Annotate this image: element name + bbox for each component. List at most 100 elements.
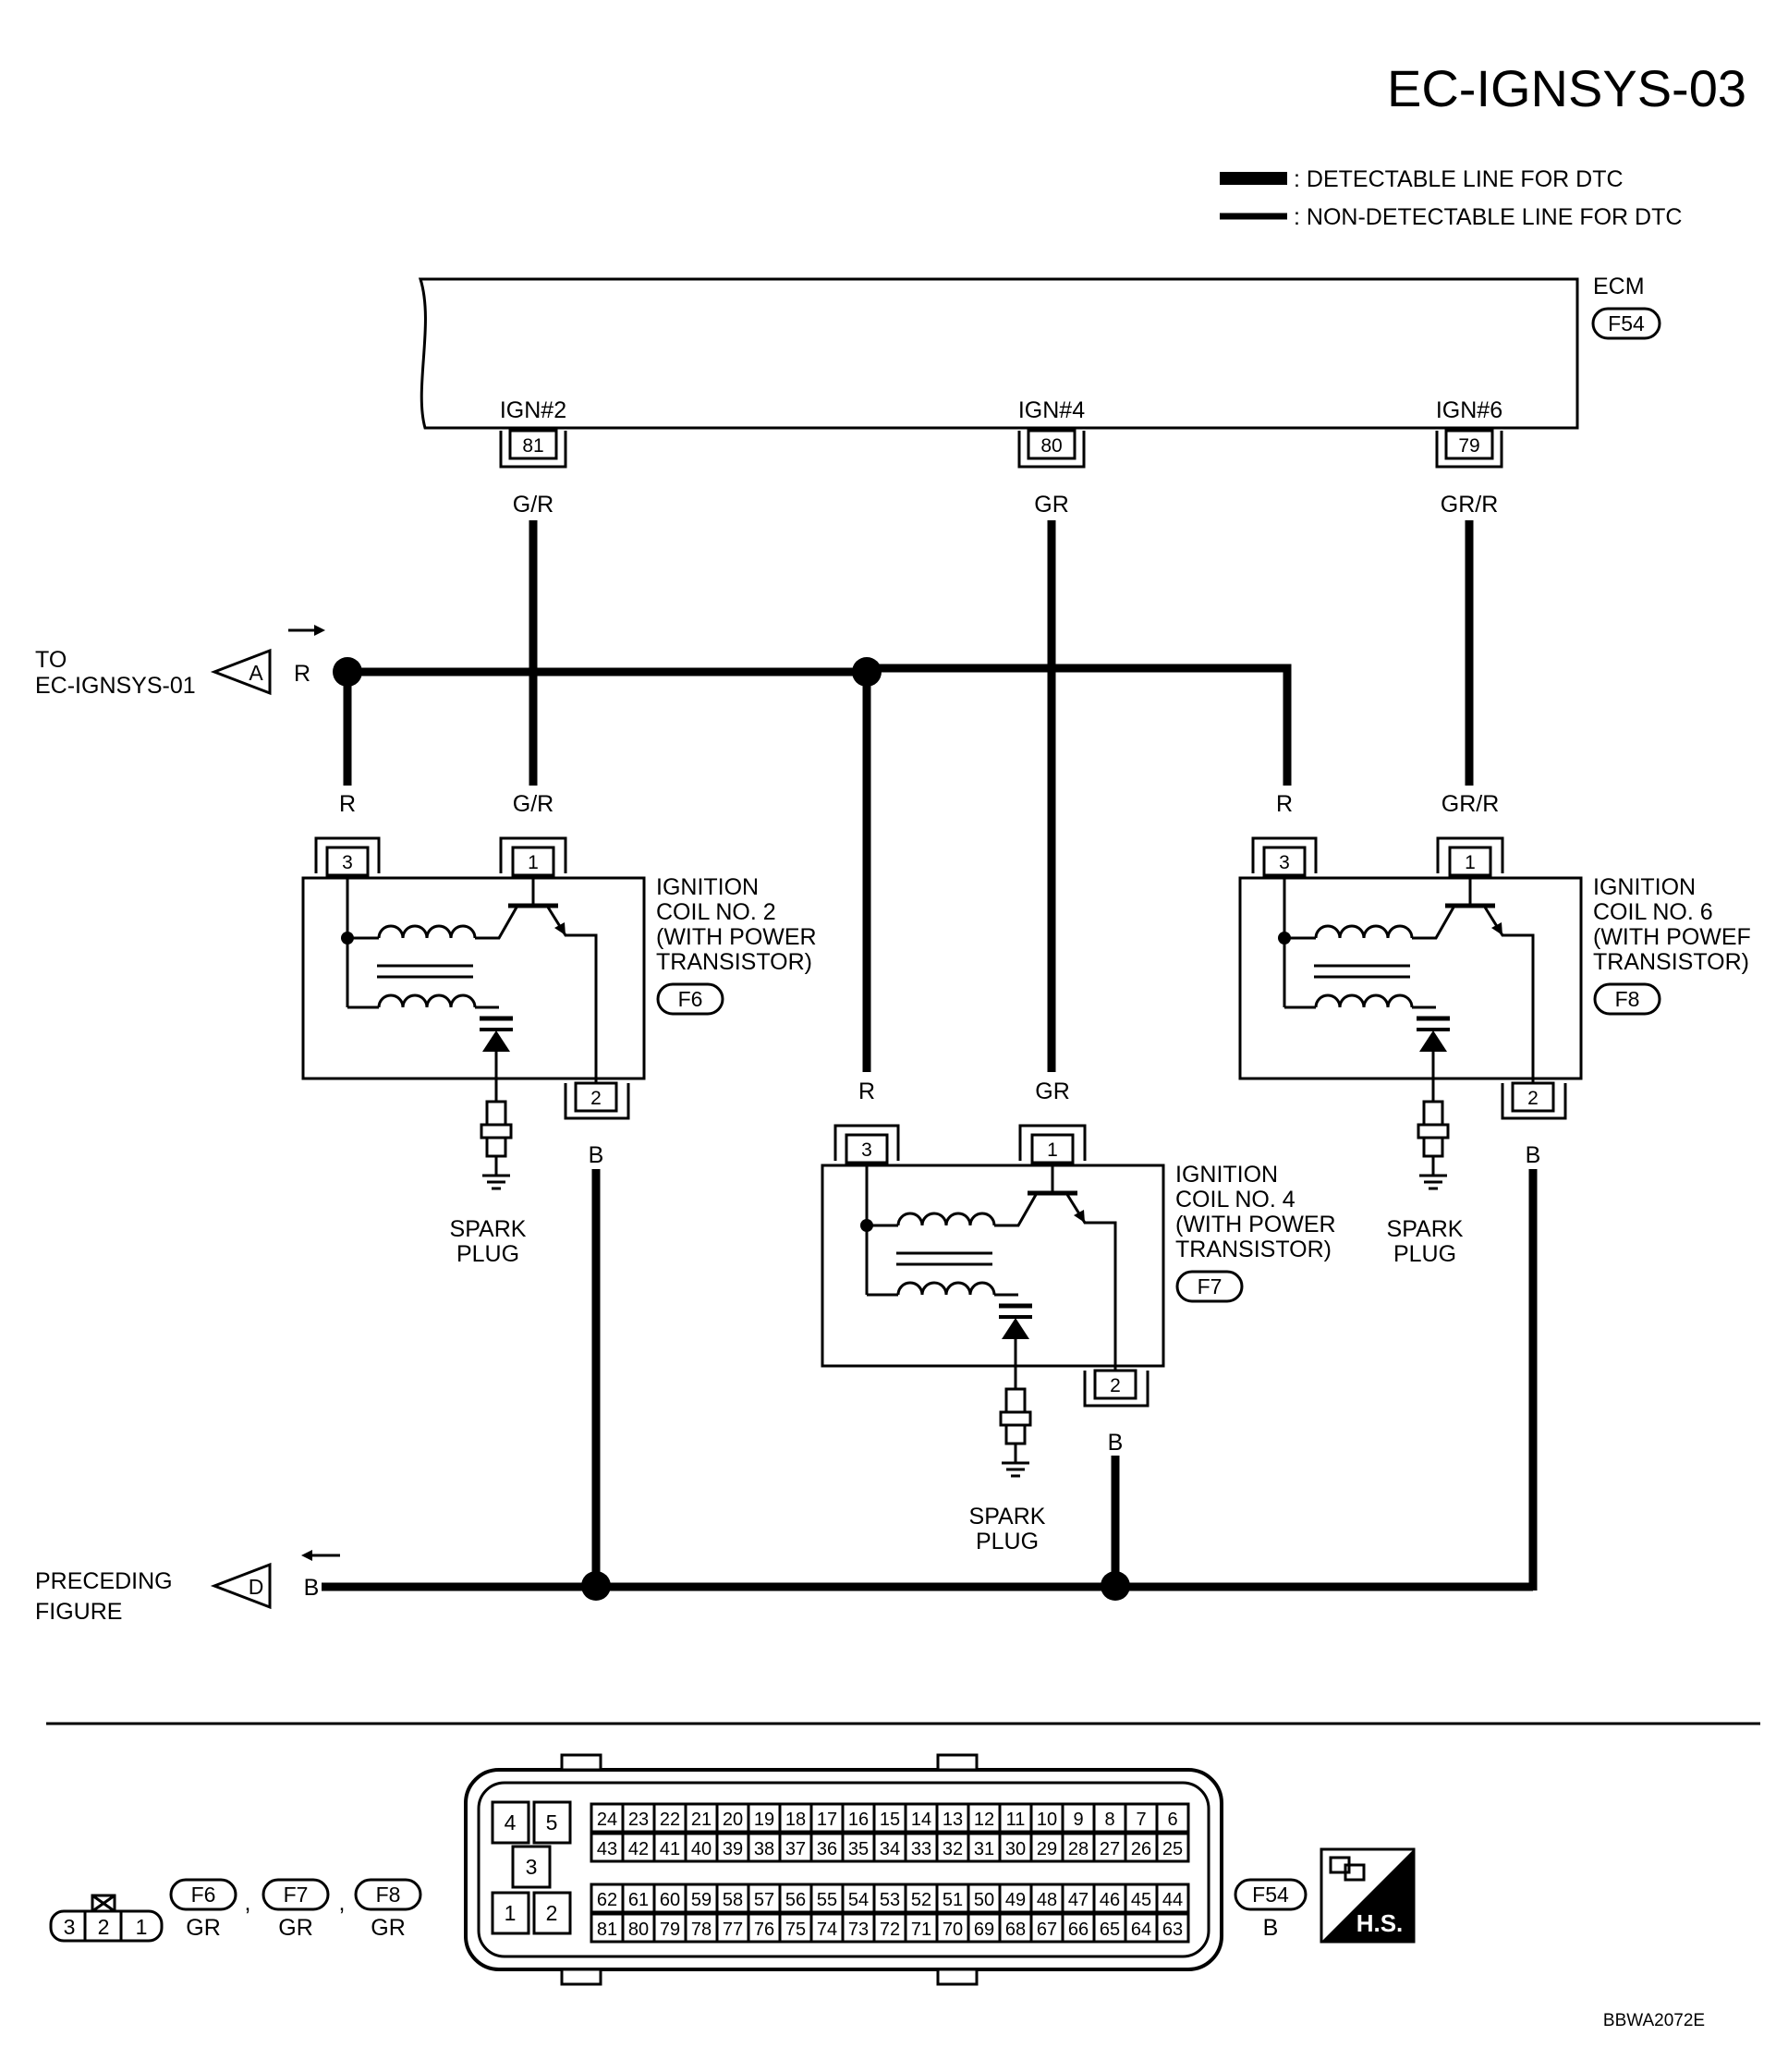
tag-f8-oval	[354, 1878, 422, 1911]
ecm-grid-pin: 17	[817, 1810, 837, 1830]
ecm-grid-pin: 38	[754, 1839, 774, 1859]
coil2-name-line2: COIL NO. 2	[656, 899, 776, 925]
ecm-grid-pin: 25	[1162, 1839, 1183, 1859]
coil6-pin2: 2	[1527, 1088, 1539, 1109]
ecm-grid-pin: 72	[880, 1920, 900, 1940]
ecm-grid-cell	[1155, 1832, 1190, 1863]
ecm-grid-pin: 19	[754, 1810, 774, 1830]
ecm-grid-pin: 77	[723, 1920, 743, 1940]
coil6-wire-r: R	[1276, 791, 1293, 817]
coil4-pin3-box	[845, 1133, 889, 1164]
ecm-grid-pin: 16	[848, 1810, 869, 1830]
connector-a-wire: R	[294, 661, 310, 687]
coil4-diode-triangle	[1002, 1318, 1029, 1339]
ecm-grid-pin: 18	[785, 1810, 806, 1830]
ecm-grid-pin: 50	[974, 1890, 994, 1910]
coil2-pin3-box	[325, 846, 370, 877]
ecm-face-pin-3: 3	[526, 1855, 538, 1879]
coil4-wire-gnd: B	[1108, 1430, 1124, 1456]
ecm-grid-pin: 51	[943, 1890, 963, 1910]
coil6-connector-id: F8	[1615, 987, 1640, 1011]
ecm-grid-pin: 75	[785, 1920, 806, 1940]
legend: : DETECTABLE LINE FOR DTC : NON-DETECTAB…	[1220, 166, 1682, 230]
ecm-grid-pin: 53	[880, 1890, 900, 1910]
coil4-body	[821, 1164, 1165, 1368]
coil6-prim-to-tr	[1412, 905, 1456, 940]
ecm-grid-pin: 45	[1131, 1890, 1151, 1910]
connector-d-arrow-head	[301, 1550, 312, 1561]
coil4-name-line4: TRANSISTOR)	[1175, 1237, 1332, 1262]
coil6-pin1-box	[1448, 846, 1492, 877]
ecm-grid-pin: 43	[597, 1839, 617, 1859]
ecm-grid-pin: 56	[785, 1890, 806, 1910]
coil2-pin2: 2	[590, 1088, 602, 1109]
hs-icon-plug-b	[1344, 1863, 1366, 1882]
ecm-pin-80: 80	[1040, 435, 1062, 457]
coil2-pin3: 3	[342, 852, 353, 873]
ecm-face-cell-3	[511, 1845, 552, 1889]
ecm-face-pin-1: 1	[505, 1901, 517, 1925]
coil2-transistor-arrow	[554, 922, 566, 935]
coil-connector-face-pin-3: 3	[64, 1915, 76, 1939]
coil4-spark-plug-top	[1004, 1387, 1027, 1414]
ecm-grid-pin: 37	[785, 1839, 806, 1859]
tag-f7-color: GR	[278, 1915, 313, 1941]
coil2-name-line3: (WITH POWER	[656, 924, 817, 950]
connector-a-id: A	[249, 661, 263, 685]
ecm-grid-pin: 7	[1136, 1810, 1146, 1830]
ecm-pin-81: 81	[522, 435, 543, 457]
splice-b-2	[1101, 1571, 1130, 1601]
tag-sep-1: ,	[245, 1890, 251, 1916]
ecm-grid-pin: 63	[1162, 1920, 1183, 1940]
coil2-pin1-frame	[499, 836, 567, 873]
coil-connector-face-lock	[91, 1894, 116, 1913]
ecm-grid-pin: 39	[723, 1839, 743, 1859]
ecm-signal-ign6: IGN#6	[1436, 397, 1502, 423]
ecm-grid-pin: 8	[1104, 1810, 1114, 1830]
ecm-grid-pin: 40	[691, 1839, 712, 1859]
ecm-face-cell-2	[532, 1891, 572, 1935]
coil2-pin2-box	[574, 1081, 618, 1113]
coil4-wire-sig: GR	[1035, 1079, 1070, 1104]
ecm-grid-pin: 23	[628, 1810, 649, 1830]
coil6-name-line4: TRANSISTOR)	[1593, 949, 1749, 975]
coil4-spark-plug-label-2: PLUG	[976, 1529, 1039, 1554]
ecm-grid-pin: 81	[597, 1920, 617, 1940]
coil2-prim-to-tr	[475, 905, 519, 940]
ecm-grid-pin: 29	[1037, 1839, 1057, 1859]
ecm-label: ECM	[1593, 274, 1645, 299]
tag-sep-2: ,	[339, 1890, 346, 1916]
ecm-face-cell-5	[532, 1800, 572, 1845]
tag-f8-color: GR	[371, 1915, 406, 1941]
ecm-grid-pin: 12	[974, 1810, 994, 1830]
ecm-box	[418, 277, 1579, 430]
legend-non-detectable-label: : NON-DETECTABLE LINE FOR DTC	[1294, 204, 1682, 230]
coil4-pin1: 1	[1047, 1140, 1058, 1161]
coil4-connector-tag	[1175, 1270, 1244, 1303]
ecm-grid-pin: 34	[880, 1839, 900, 1859]
coil6-name-line1: IGNITION	[1593, 874, 1696, 900]
coil2-transistor-emitter	[545, 905, 598, 1083]
connector-d-wire: B	[304, 1575, 320, 1601]
ecm-grid-pin: 78	[691, 1920, 712, 1940]
coil2-connector-id: F6	[678, 987, 703, 1011]
coil4-transistor-arrow	[1074, 1210, 1085, 1223]
tag-f54-oval	[1234, 1878, 1308, 1911]
ecm-grid-pin: 47	[1068, 1890, 1089, 1910]
ecm-grid-pin: 67	[1037, 1920, 1057, 1940]
ecm-pin-box-81	[508, 429, 558, 460]
offpage-connector-d: PRECEDING FIGURE D B	[35, 1550, 340, 1625]
ecm-grid-pin: 32	[943, 1839, 963, 1859]
tag-f6-id: F6	[191, 1883, 216, 1907]
ecm-grid-pin: 11	[1006, 1810, 1026, 1830]
coil6-wire-gnd: B	[1526, 1142, 1541, 1168]
coil2-name-line4: TRANSISTOR)	[656, 949, 812, 975]
ecm-grid-pin: 57	[754, 1890, 774, 1910]
ecm-grid-pin: 60	[660, 1890, 680, 1910]
coil6-pin3-box	[1262, 846, 1307, 877]
coil4-pin3-frame	[833, 1124, 900, 1161]
coil6-connector-tag	[1593, 982, 1661, 1016]
